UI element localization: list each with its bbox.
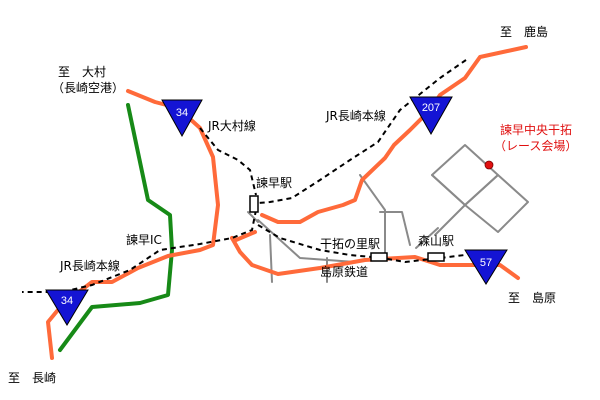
isahaya-station-marker xyxy=(249,195,259,213)
local-roads xyxy=(247,174,439,283)
reclamation-grid xyxy=(431,144,529,236)
route-shield-207: 207 xyxy=(409,96,453,136)
label-jr-omura-line: JR大村線 xyxy=(207,118,256,133)
label-to-kashima: 至 鹿島 xyxy=(500,24,548,39)
label-to-shimabara: 至 島原 xyxy=(508,290,556,305)
label-jr-nagasaki-main-east: JR長崎本線 xyxy=(325,108,386,123)
label-jr-nagasaki-main-west: JR長崎本線 xyxy=(59,258,120,273)
kantaku-station-marker xyxy=(370,252,388,262)
label-venue-name: 諫早中央干拓 xyxy=(500,122,572,137)
route-shield-57: 57 xyxy=(464,249,508,285)
label-to-nagasaki: 至 長崎 xyxy=(8,371,56,385)
shield-207-number: 207 xyxy=(422,102,440,114)
label-venue-note: （レース会場） xyxy=(494,139,577,153)
label-nagasaki-airport: （長崎空港） xyxy=(52,81,124,95)
station-markers xyxy=(249,195,445,262)
label-isahaya-station: 諫早駅 xyxy=(256,175,292,190)
shield-34-south-number: 34 xyxy=(61,295,73,307)
shield-34-north-number: 34 xyxy=(176,107,188,119)
route-shield-34-north: 34 xyxy=(161,99,203,138)
label-isahaya-ic: 諫早IC xyxy=(126,232,162,247)
venue-marker xyxy=(484,160,494,170)
moriyama-station-marker xyxy=(427,252,445,262)
route-shield-34-south: 34 xyxy=(45,289,89,326)
expressway-route xyxy=(58,103,174,352)
label-shimabara-railway: 島原鉄道 xyxy=(320,264,368,279)
label-kantaku-no-sato-station: 干拓の里駅 xyxy=(320,237,380,251)
label-moriyama-station: 森山駅 xyxy=(418,233,454,248)
shield-57-number: 57 xyxy=(480,257,492,269)
label-to-omura: 至 大村 xyxy=(58,65,106,79)
